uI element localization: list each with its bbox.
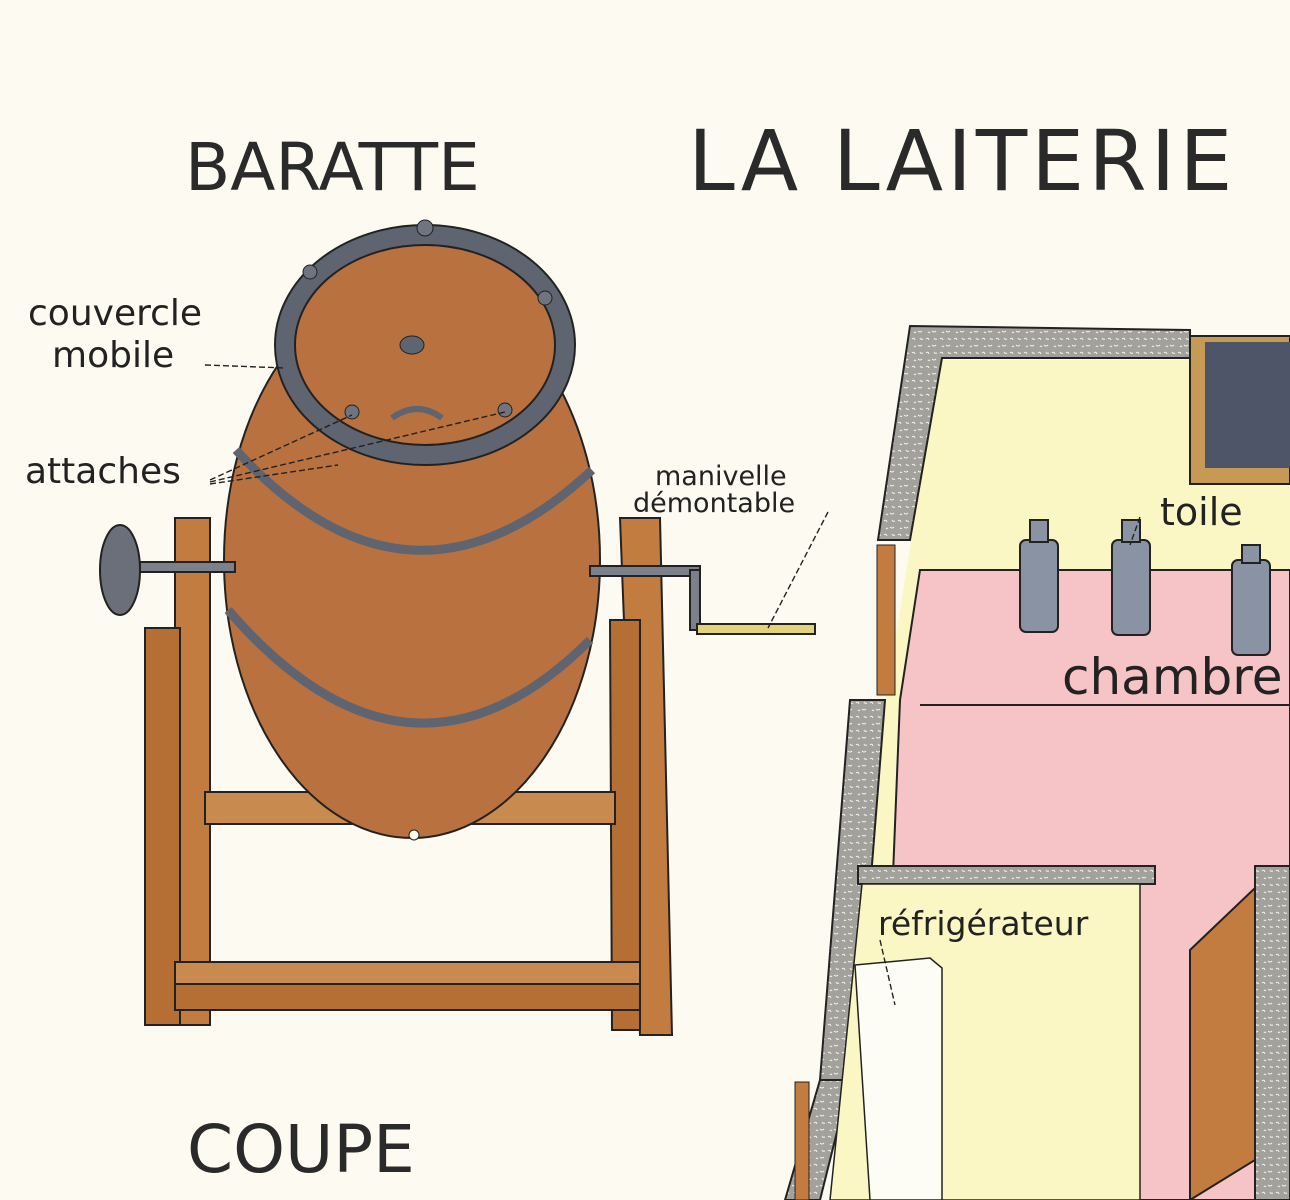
dairy-room — [783, 324, 1290, 1200]
wall-partition — [857, 865, 1156, 885]
coupe-title: COUPE — [187, 1111, 415, 1188]
crank-arm — [689, 569, 701, 631]
churn-frame — [144, 517, 674, 1036]
handwheel — [99, 524, 141, 616]
clip-right — [497, 402, 513, 418]
label-attaches: attaches — [25, 451, 181, 492]
label-demontable: démontable — [633, 488, 795, 519]
milk-cans — [1019, 519, 1271, 656]
clip-left — [344, 404, 360, 420]
toile-cloth — [1205, 342, 1290, 468]
main-title: LA LAITERIE — [688, 112, 1236, 210]
door[interactable] — [1189, 885, 1256, 1200]
label-manivelle: manivelle — [655, 461, 787, 492]
label-chambre: chambre — [1062, 648, 1282, 706]
churn-barrel — [223, 219, 601, 841]
label-couvercle: couvercle — [28, 293, 202, 334]
leader-manivelle — [767, 511, 829, 629]
refrigerator — [854, 957, 943, 1200]
leader-lid — [204, 364, 286, 369]
label-mobile: mobile — [52, 335, 174, 376]
label-toile: toile — [1160, 490, 1243, 534]
lid — [294, 244, 556, 446]
leader-attaches — [209, 411, 506, 485]
leader-toile — [1129, 516, 1141, 546]
label-refrigerateur: réfrigérateur — [878, 904, 1089, 943]
baratte-title: BARATTE — [185, 129, 480, 206]
leader-refrigerateur — [879, 939, 896, 1006]
churn-axle — [99, 524, 816, 635]
crank-handle[interactable] — [696, 623, 816, 635]
wall-top — [876, 324, 1191, 541]
